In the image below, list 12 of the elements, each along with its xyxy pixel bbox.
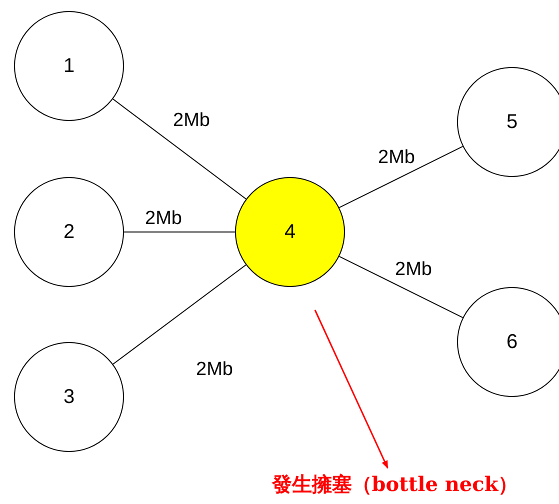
link-line bbox=[338, 146, 464, 208]
arrow bbox=[314, 310, 388, 469]
network-node-circle: 6 bbox=[457, 287, 559, 397]
annotation-text: 發生擁塞（bottle neck） bbox=[245, 468, 545, 500]
network-node-circle: 5 bbox=[457, 67, 559, 177]
network-node-circle: 2 bbox=[14, 177, 124, 287]
network-node-circle: 1 bbox=[14, 11, 124, 121]
network-node-circle: 4 bbox=[235, 177, 345, 287]
link-line bbox=[338, 256, 464, 318]
link-line bbox=[112, 264, 246, 365]
link-line bbox=[112, 98, 247, 200]
network-node-circle: 3 bbox=[14, 342, 124, 452]
